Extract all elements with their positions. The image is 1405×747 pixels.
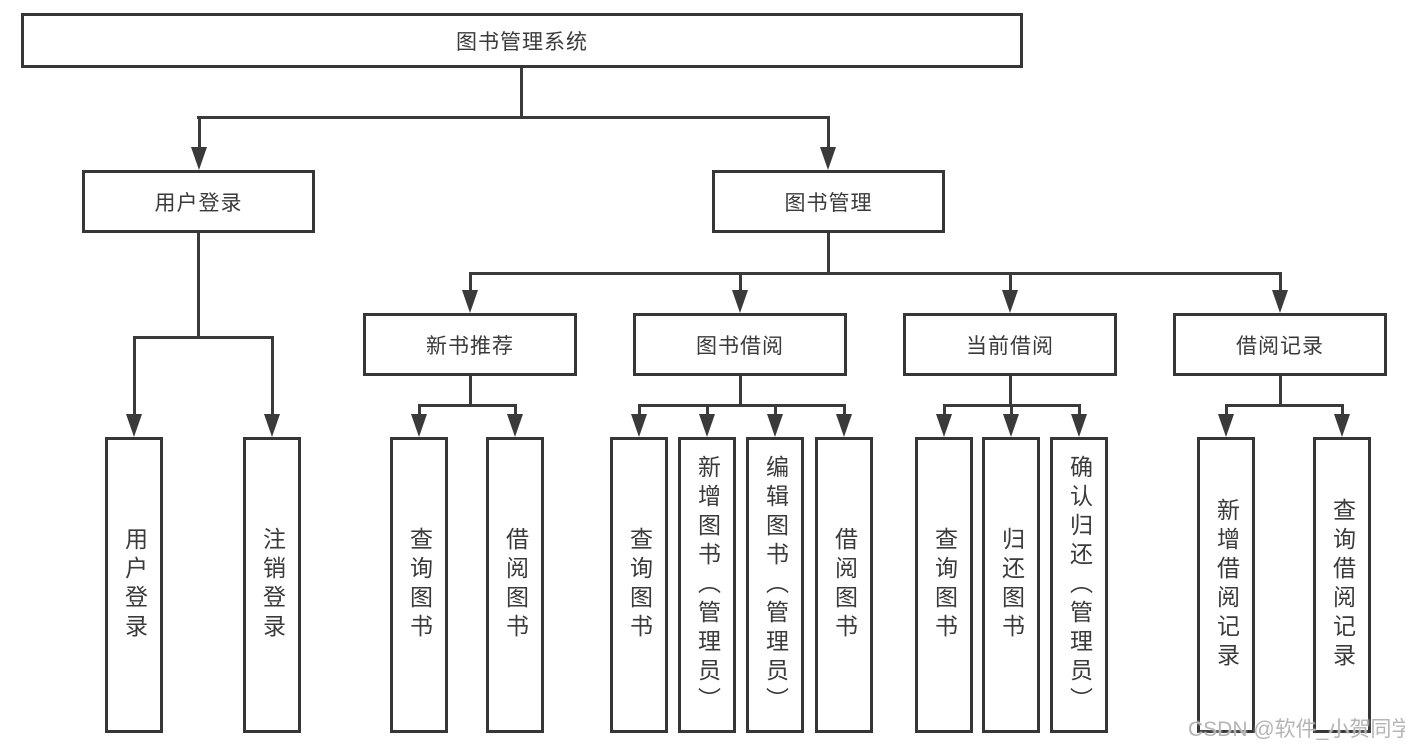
arrow-to-leaf-query-books-2 [631,414,647,437]
leaf-return-books-label: 归还图书 [998,527,1025,643]
leaf-return-books: 归还图书 [982,437,1040,733]
leaf-edit-book-admin-label: 编辑图书（管理员） [762,454,789,716]
leaf-add-book-admin-label: 新增图书（管理员） [694,454,721,716]
leaf-query-books-3: 查询图书 [915,437,973,733]
connector-records-drop-2 [1341,404,1344,418]
arrow-to-leaf-query-record [1334,414,1350,437]
node-current-borrow-label: 当前借阅 [966,334,1054,358]
arrow-to-leaf-add-record [1218,414,1234,437]
arrow-to-book-borrow [732,290,748,313]
leaf-query-borrow-record: 查询借阅记录 [1313,437,1371,733]
leaf-edit-book-admin: 编辑图书（管理员） [746,437,804,733]
arrow-to-leaf-confirm-return [1071,414,1087,437]
node-library-system-label: 图书管理系统 [456,30,588,54]
node-user-login: 用户登录 [82,170,315,233]
node-book-management-label: 图书管理 [784,191,873,215]
arrow-to-borrow-records [1272,290,1288,313]
arrow-to-leaf-borrow-books-1 [507,414,523,437]
leaf-user-login: 用户登录 [105,437,163,733]
connector-mgmt-drop-3 [1009,272,1012,292]
connector-current-drop-2 [1010,404,1013,418]
node-book-borrow: 图书借阅 [633,313,847,376]
arrow-to-user-login [191,147,207,170]
leaf-user-login-label: 用户登录 [121,527,148,643]
leaf-borrow-books-1-label: 借阅图书 [502,527,529,643]
connector-login-drop-2 [271,336,274,415]
connector-records-drop-1 [1225,404,1228,418]
connector-current-drop-1 [943,404,946,418]
leaf-query-books-3-label: 查询图书 [931,527,958,643]
leaf-logout: 注销登录 [243,437,301,733]
connector-root-stem [520,68,523,117]
arrow-to-leaf-edit-book [767,414,783,437]
connector-borrow-drop-2 [706,404,709,418]
node-borrow-records: 借阅记录 [1173,313,1387,376]
connector-borrow-drop-1 [638,404,641,418]
arrow-to-leaf-user-login [126,414,142,437]
connector-mgmt-drop-1 [469,272,472,292]
connector-root-branch [197,116,830,119]
arrow-to-book-management [820,147,836,170]
leaf-logout-label: 注销登录 [259,527,286,643]
connector-login-drop-1 [133,336,136,415]
node-book-borrow-label: 图书借阅 [696,334,784,358]
leaf-add-borrow-record-label: 新增借阅记录 [1213,498,1240,672]
leaf-query-books-1: 查询图书 [390,437,448,733]
arrow-to-leaf-query-books-1 [411,414,427,437]
leaf-query-borrow-record-label: 查询借阅记录 [1329,498,1356,672]
connector-current-stem [1009,376,1012,406]
node-borrow-records-label: 借阅记录 [1236,334,1324,358]
connector-recommend-stem [469,376,472,406]
leaf-add-borrow-record: 新增借阅记录 [1197,437,1255,733]
node-library-system: 图书管理系统 [21,13,1023,68]
leaf-query-books-1-label: 查询图书 [406,527,433,643]
connector-borrow-branch [638,404,845,407]
arrow-to-leaf-logout [264,414,280,437]
leaf-confirm-return-admin: 确认归还（管理员） [1050,437,1108,733]
connector-login-stem [197,233,200,337]
leaf-borrow-books-2-label: 借阅图书 [831,527,858,643]
arrow-to-leaf-add-book [699,414,715,437]
connector-recommend-drop-2 [514,404,517,418]
connector-mgmt-stem [827,233,830,273]
leaf-borrow-books-1: 借阅图书 [486,437,544,733]
leaf-borrow-books-2: 借阅图书 [815,437,873,733]
connector-borrow-drop-3 [774,404,777,418]
leaf-query-books-2-label: 查询图书 [626,527,653,643]
connector-mgmt-drop-4 [1279,272,1282,292]
connector-root-right-drop [827,117,830,149]
arrow-to-new-book-recommend [462,290,478,313]
node-current-borrow: 当前借阅 [903,313,1117,376]
arrow-to-leaf-return-books [1003,414,1019,437]
connector-root-left-drop [198,117,201,149]
connector-recommend-branch [418,404,516,407]
arrow-to-leaf-query-books-3 [936,414,952,437]
connector-current-drop-3 [1078,404,1081,418]
arrow-to-current-borrow [1002,290,1018,313]
connector-login-branch [133,336,273,339]
leaf-confirm-return-admin-label: 确认归还（管理员） [1066,454,1093,716]
csdn-watermark: CSDN @软件_小贺同学 [1188,718,1405,741]
connector-records-stem [1279,376,1282,406]
node-user-login-label: 用户登录 [154,191,243,215]
connector-recommend-drop-1 [418,404,421,418]
leaf-query-books-2: 查询图书 [610,437,668,733]
leaf-add-book-admin: 新增图书（管理员） [678,437,736,733]
connector-mgmt-branch [469,272,1282,275]
node-new-book-recommend: 新书推荐 [363,313,577,376]
connector-records-branch [1225,404,1343,407]
node-book-management: 图书管理 [712,170,945,233]
connector-mgmt-drop-2 [739,272,742,292]
connector-borrow-stem [739,376,742,406]
arrow-to-leaf-borrow-books-2 [836,414,852,437]
connector-borrow-drop-4 [843,404,846,418]
node-new-book-recommend-label: 新书推荐 [426,334,514,358]
